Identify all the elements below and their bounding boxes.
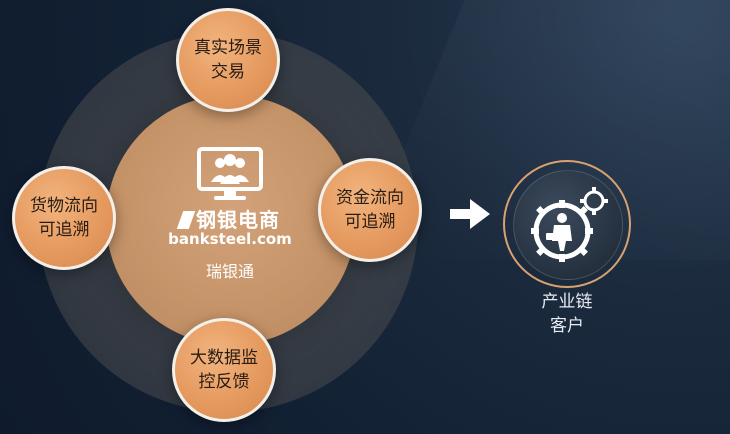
monitor-users-icon: [197, 147, 263, 200]
product-name: 瑞银通: [205, 262, 254, 281]
bubble-label: 资金流向 可追溯: [336, 188, 404, 232]
brand-url: banksteel.com: [168, 230, 292, 248]
brand-name: 钢银电商: [160, 204, 300, 233]
client-circle-inner: [513, 170, 623, 280]
bubble-funds-traceable: 资金流向 可追溯: [318, 158, 422, 262]
bubble-goods-traceable: 货物流向 可追溯: [12, 166, 116, 270]
bubble-label: 大数据监 控反馈: [190, 348, 258, 392]
arrow-right-icon: [450, 199, 490, 229]
bubble-bigdata-feedback: 大数据监 控反馈: [172, 318, 276, 422]
bubble-label: 真实场景 交易: [194, 38, 262, 82]
client-label: 产业链 客户: [541, 292, 593, 336]
brand-name-text: 钢银电商: [196, 208, 280, 232]
gear-businessman-icon: [531, 187, 608, 262]
center-brand: 钢银电商 banksteel.com 瑞银通: [160, 140, 300, 281]
bubble-label: 货物流向 可追溯: [30, 196, 98, 240]
inner-disc: [106, 95, 356, 345]
bubble-real-scene-trade: 真实场景 交易: [176, 8, 280, 112]
brand-logo-mark: [176, 211, 196, 229]
client-circle: [503, 160, 631, 288]
